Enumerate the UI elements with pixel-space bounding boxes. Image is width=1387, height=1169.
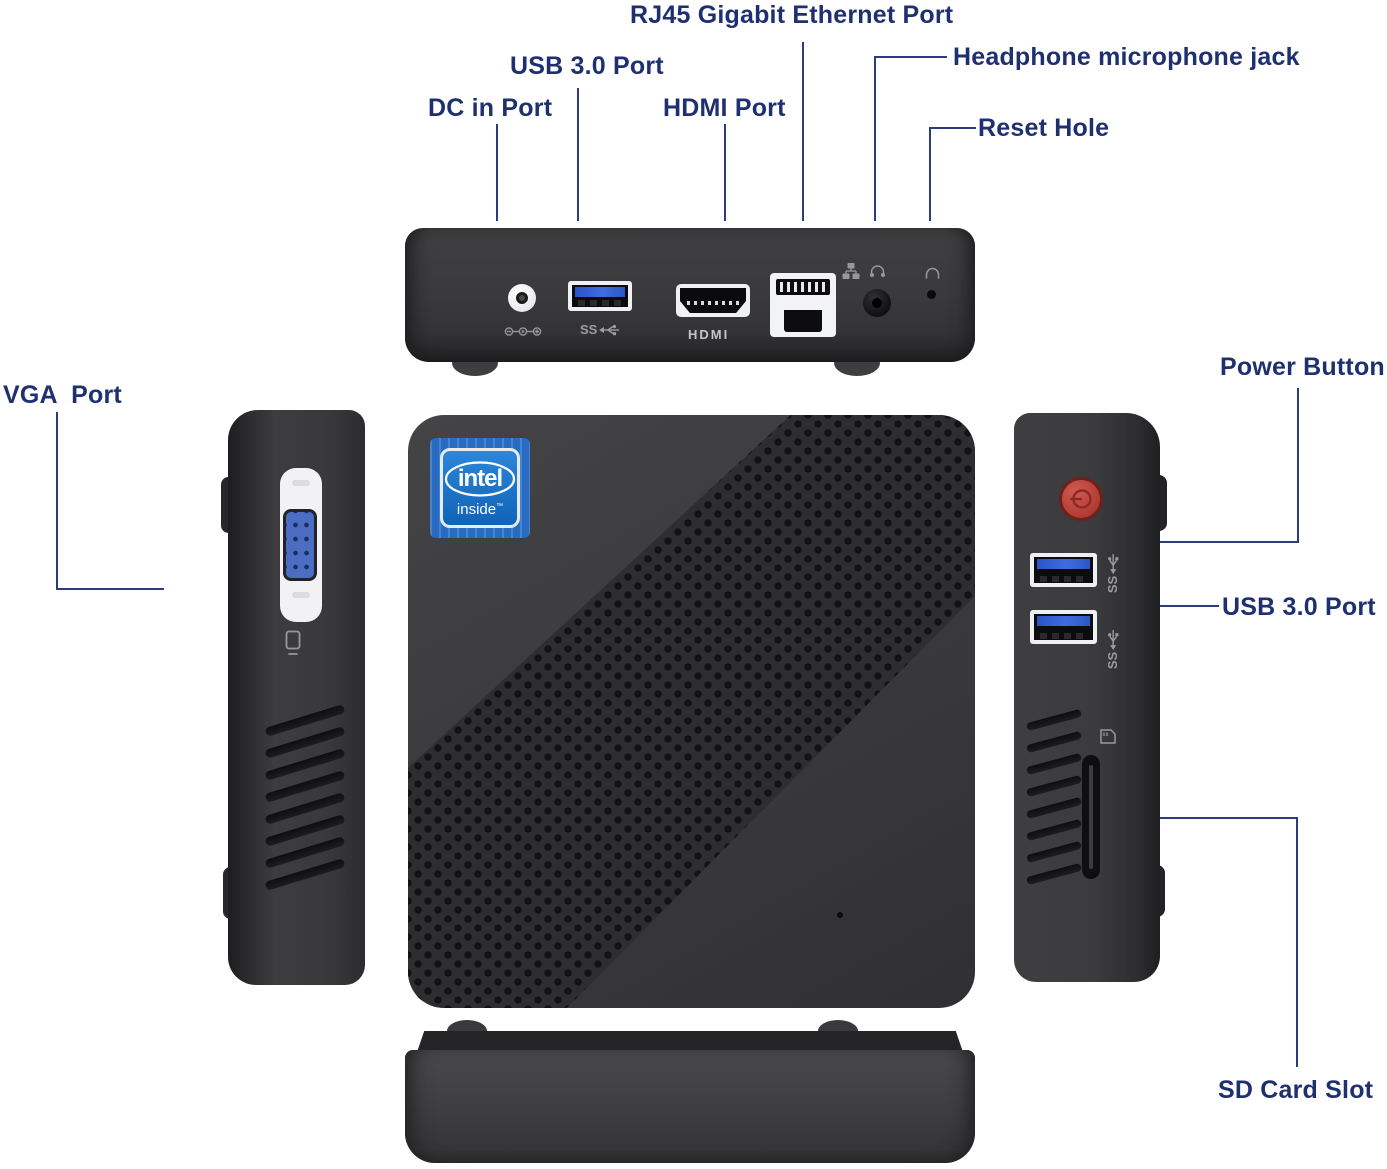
- inside-text: inside: [456, 500, 497, 518]
- usb-blue-tongue: [575, 287, 625, 297]
- vga-bracket: [280, 468, 322, 622]
- vent-grille: [1025, 708, 1083, 892]
- intel-inside-text: inside™: [457, 501, 503, 518]
- usb-superspeed-icon: SS: [1105, 628, 1120, 669]
- callout-line-vga-h: [56, 588, 164, 590]
- usb3-port-right-1: [1030, 553, 1097, 587]
- hdmi-pins: [687, 301, 739, 305]
- headphone-arc-icon: [925, 267, 940, 279]
- usb-trident-arrow: [1107, 553, 1118, 574]
- rj45-pins: [776, 279, 830, 295]
- dc-pin-hole: [516, 292, 528, 304]
- usb-superspeed-icon: SS: [580, 322, 621, 337]
- dc-in-port: [508, 284, 536, 312]
- rj45-clip-tab: [784, 310, 822, 332]
- vent-slot: [1025, 752, 1083, 776]
- top-view: intel inside™: [408, 415, 975, 1008]
- display-icon: [285, 630, 301, 655]
- back-panel-view: SS HDMI: [405, 228, 975, 362]
- dc-polarity-icon: [504, 327, 542, 336]
- callout-line-sd-v: [1296, 817, 1298, 1067]
- vent-slot: [1025, 862, 1083, 886]
- vent-slot: [1025, 730, 1083, 754]
- callout-line-power-h: [1155, 541, 1299, 543]
- sd-slot-groove: [1089, 765, 1093, 869]
- label-headphone-jack: Headphone microphone jack: [953, 43, 1300, 71]
- callout-line-hdmi: [724, 124, 726, 221]
- usb-contacts: [578, 300, 622, 306]
- callout-line-usb-right: [1155, 605, 1219, 607]
- callout-line-power-v: [1297, 388, 1299, 543]
- mic-pinhole: [837, 912, 843, 918]
- label-usb-right: USB 3.0 Port: [1222, 593, 1376, 621]
- vent-grille: [264, 704, 346, 892]
- vent-slot: [1025, 708, 1083, 732]
- sd-card-slot: [1082, 755, 1100, 879]
- right-side-view: SS SS: [1014, 413, 1160, 982]
- left-side-view: [228, 410, 365, 985]
- vga-port: [283, 509, 317, 581]
- label-reset-hole: Reset Hole: [978, 114, 1110, 142]
- callout-line-sd-h: [1155, 817, 1298, 819]
- trademark-symbol: ™: [496, 502, 504, 510]
- usb-contacts: [1040, 576, 1087, 582]
- headset-icon: [870, 265, 885, 277]
- usb3-port-back: [568, 281, 632, 311]
- vent-slot: [1025, 774, 1083, 798]
- vent-slot: [1025, 796, 1083, 820]
- lan-network-icon: [842, 263, 860, 279]
- intel-swoosh-ellipse: [444, 460, 516, 497]
- callout-line-vga-v: [56, 412, 58, 590]
- front-side-view: [405, 1050, 975, 1163]
- intel-badge-inner: intel inside™: [440, 448, 520, 528]
- label-sd-card-slot: SD Card Slot: [1218, 1076, 1374, 1104]
- ss-text: SS: [580, 322, 598, 337]
- label-usb-top: USB 3.0 Port: [510, 52, 664, 80]
- callout-line-dc: [496, 124, 498, 221]
- bracket-notch: [292, 592, 310, 598]
- hdmi-port: [676, 284, 750, 317]
- usb3-port-right-2: [1030, 610, 1097, 644]
- power-button: [1059, 477, 1103, 521]
- label-rj45-port: RJ45 Gigabit Ethernet Port: [630, 1, 954, 29]
- callout-line-headphone-v: [874, 56, 876, 221]
- reset-hole: [927, 290, 936, 299]
- usb-trident-arrow: [599, 324, 620, 335]
- callout-line-rj45: [802, 42, 804, 221]
- bracket-notch: [292, 480, 310, 486]
- label-power-button: Power Button: [1220, 353, 1385, 381]
- usb-superspeed-icon: SS: [1105, 552, 1120, 593]
- rj45-ethernet-port: [770, 273, 836, 337]
- usb-blue-tongue: [1037, 616, 1090, 626]
- callout-line-headphone-h: [874, 56, 947, 58]
- label-hdmi-port: HDMI Port: [663, 94, 786, 122]
- hdmi-mark: HDMI: [688, 327, 730, 342]
- usb-blue-tongue: [1037, 559, 1090, 569]
- ss-text: SS: [1105, 651, 1121, 670]
- intel-inside-badge: intel inside™: [430, 438, 530, 538]
- label-vga-port: VGA Port: [3, 381, 122, 409]
- usb-contacts: [1040, 633, 1087, 639]
- vent-slot: [1025, 840, 1083, 864]
- jack-hole: [872, 298, 882, 308]
- power-glyph-icon: [1070, 489, 1092, 509]
- usb-trident-arrow: [1107, 629, 1118, 650]
- sd-card-icon: [1100, 729, 1116, 744]
- callout-line-reset-h: [929, 127, 976, 129]
- vent-slot: [1025, 818, 1083, 842]
- headphone-mic-jack: [863, 289, 891, 317]
- hdmi-cavity: [680, 288, 746, 313]
- intel-logo: intel: [444, 459, 516, 499]
- intel-wordmark: intel: [457, 464, 503, 492]
- callout-line-reset-v: [929, 127, 931, 221]
- callout-line-usb-top: [577, 88, 579, 221]
- label-dc-in-port: DC in Port: [428, 94, 553, 122]
- ss-text: SS: [1105, 575, 1121, 594]
